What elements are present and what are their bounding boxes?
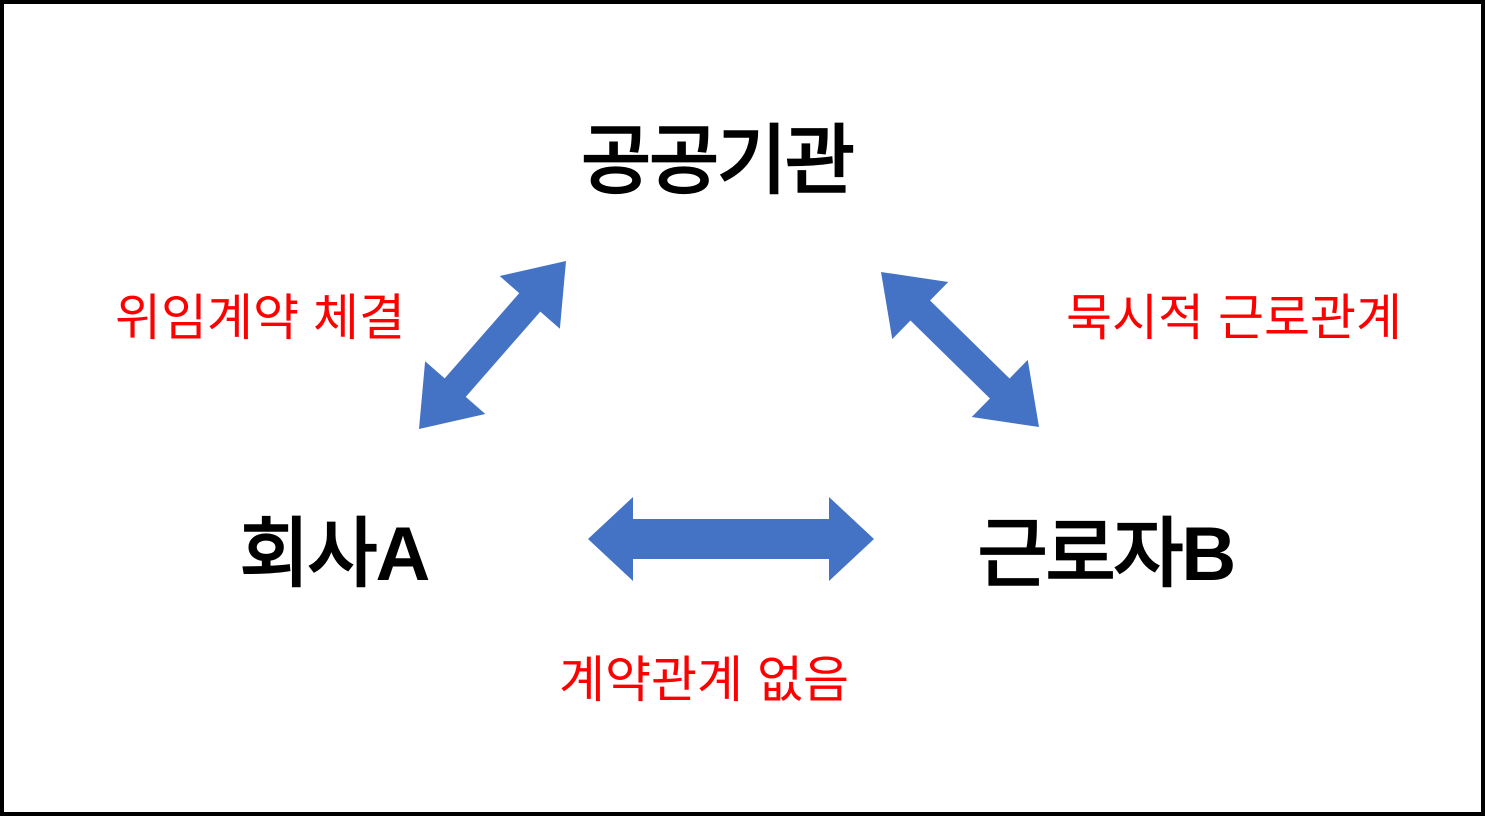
double-arrow-agency-company	[419, 260, 566, 430]
relation-label-no-contract: 계약관계 없음	[559, 652, 849, 708]
relation-label-delegation-contract: 위임계약 체결	[115, 290, 405, 346]
double-arrow-agency-worker	[880, 271, 1040, 428]
arrows-layer	[419, 260, 1040, 581]
double-arrow-company-worker	[588, 497, 874, 581]
node-public-agency: 공공기관	[581, 119, 855, 204]
relation-label-implied-employment: 묵시적 근로관계	[1066, 290, 1402, 346]
node-worker-b: 근로자B	[977, 512, 1237, 597]
node-company-a: 회사A	[239, 512, 431, 597]
